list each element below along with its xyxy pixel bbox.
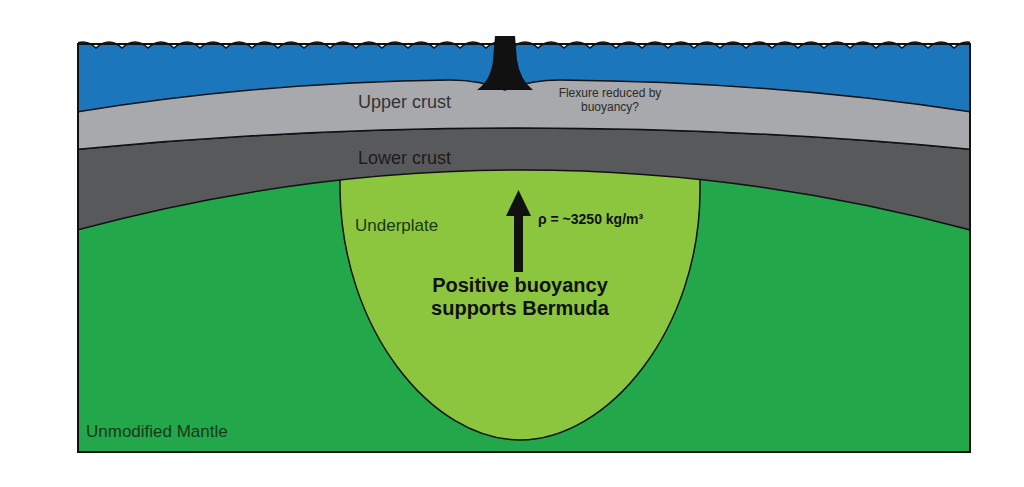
underplate-body bbox=[340, 150, 700, 440]
buoyancy-arrow bbox=[506, 190, 531, 272]
mantle-region-node: Unmodified Mantle Underplate ρ = ~3250 kg/… bbox=[78, 178, 970, 452]
lower-crust-band bbox=[78, 128, 970, 232]
arrow-head bbox=[506, 190, 531, 216]
layer-label: Underplate bbox=[355, 216, 465, 236]
buoyancy-note: Positive buoyancy supports Bermuda bbox=[410, 274, 630, 320]
underplate-node: Underplate ρ = ~3250 kg/m³ Positive buoyan… bbox=[340, 178, 700, 440]
annotation-note: Flexure reduced by buoyancy? bbox=[550, 87, 670, 115]
arrow-shaft bbox=[514, 214, 523, 272]
layer-label: Lower crust bbox=[358, 148, 508, 169]
density-value: ρ = ~3250 kg/m³ bbox=[538, 211, 688, 227]
lower-crust-band-node: Lower crust bbox=[78, 128, 970, 178]
layer-label: Unmodified Mantle bbox=[86, 422, 286, 442]
layer-label: Upper crust bbox=[358, 92, 508, 113]
upper-crust-band-node: Upper crust Flexure reduced by buoyancy? bbox=[78, 80, 970, 150]
section-frame bbox=[78, 44, 970, 452]
upper-crust-band bbox=[78, 80, 970, 150]
